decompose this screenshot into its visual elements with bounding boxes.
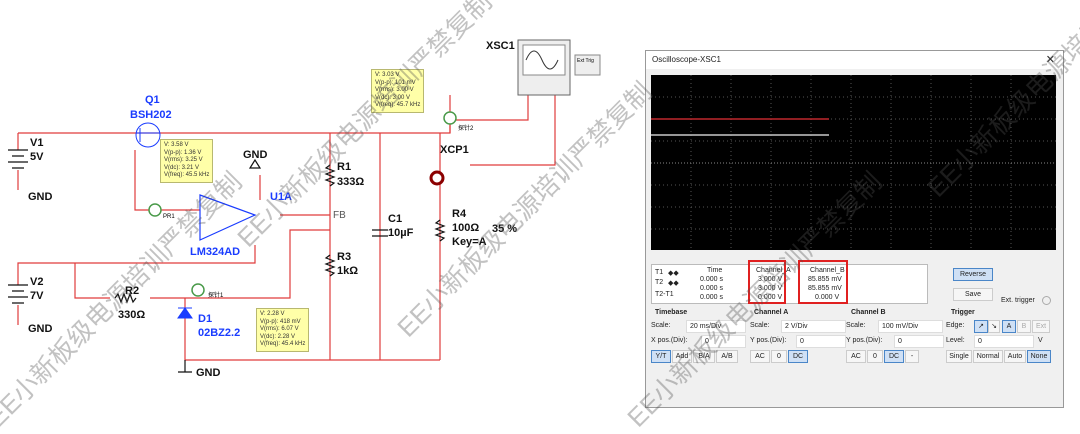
svg-text:BSH202: BSH202 xyxy=(130,109,172,121)
opamp-icon xyxy=(199,194,257,241)
svg-text:U1A: U1A xyxy=(270,191,292,203)
channel-b-minus-button[interactable]: - xyxy=(905,350,919,363)
ext-trigger-terminal[interactable] xyxy=(1042,296,1051,305)
v1-battery-icon xyxy=(8,149,28,169)
svg-text:LM324AD: LM324AD xyxy=(190,246,240,258)
svg-text:100Ω: 100Ω xyxy=(452,222,479,234)
t2-arrows[interactable]: ◆◆ xyxy=(668,280,679,287)
svg-text:D1: D1 xyxy=(198,313,212,325)
trigger-source-ext[interactable]: Ext xyxy=(1032,320,1050,333)
r1-resistor-icon xyxy=(324,164,336,187)
v2-battery-icon xyxy=(8,284,28,304)
svg-text:GND: GND xyxy=(243,149,268,161)
rising-edge-button[interactable]: ↗ xyxy=(974,320,988,333)
channel-b-ypos-field[interactable]: 0 xyxy=(894,335,944,348)
svg-text:V2: V2 xyxy=(30,276,43,288)
channel-a-ac-button[interactable]: AC xyxy=(750,350,770,363)
normal-button[interactable]: Normal xyxy=(973,350,1003,363)
wires xyxy=(17,95,556,361)
svg-text:1kΩ: 1kΩ xyxy=(337,265,358,277)
voltage-probe-icon xyxy=(191,283,205,297)
reverse-button[interactable]: Reverse xyxy=(953,268,993,281)
svg-text:PR1: PR1 xyxy=(163,214,175,220)
svg-text:10µF: 10µF xyxy=(388,227,414,239)
svg-text:Key=A: Key=A xyxy=(452,236,487,248)
svg-text:5V: 5V xyxy=(30,151,44,163)
channel-b-dc-button[interactable]: DC xyxy=(884,350,904,363)
cursor-table: T1 T2 T2-T1 ◆◆ ◆◆ Time 0.000 s 0.000 s 0… xyxy=(651,264,928,304)
v1-label: V1 xyxy=(30,137,43,149)
svg-text:GND: GND xyxy=(196,367,221,379)
svg-text:R2: R2 xyxy=(125,285,139,297)
trigger-source-a[interactable]: A xyxy=(1002,320,1016,333)
r4-potentiometer-icon xyxy=(434,219,446,242)
c1-capacitor-icon xyxy=(372,229,388,237)
voltage-probe-icon xyxy=(443,111,457,125)
channel-a-dc-button[interactable]: DC xyxy=(788,350,808,363)
none-button[interactable]: None xyxy=(1027,350,1051,363)
svg-text:35 %: 35 % xyxy=(492,223,517,235)
trigger-level-field[interactable]: 0 xyxy=(974,335,1034,348)
channel-b-0-button[interactable]: 0 xyxy=(867,350,883,363)
channel-a-scale-field[interactable]: 2 V/Div xyxy=(781,320,846,333)
schematic: V1 5V GND V2 7V GND Q1 BSH202 GND U1A LM… xyxy=(8,39,601,379)
q1-mosfet-icon xyxy=(135,122,161,148)
svg-text:GND: GND xyxy=(28,323,53,335)
highlight-box xyxy=(748,260,786,304)
zener-diode-icon xyxy=(177,307,193,319)
svg-text:XCP1: XCP1 xyxy=(440,144,469,156)
svg-text:C1: C1 xyxy=(388,213,402,225)
svg-text:7V: 7V xyxy=(30,290,44,302)
channel-a-ypos-field[interactable]: 0 xyxy=(796,335,846,348)
channel-a-0-button[interactable]: 0 xyxy=(771,350,787,363)
svg-text:330Ω: 330Ω xyxy=(118,309,145,321)
r2-resistor-icon xyxy=(114,292,137,304)
voltage-probe-icon xyxy=(148,203,162,217)
svg-text:R1: R1 xyxy=(337,161,351,173)
oscilloscope-window: Oscilloscope-XSC1 ✕ T1 T2 T2-T1 ◆◆ ◆◆ Ti… xyxy=(645,50,1064,408)
window-title: Oscilloscope-XSC1 xyxy=(646,51,1063,69)
svg-text:GND: GND xyxy=(28,191,53,203)
r3-resistor-icon xyxy=(324,254,336,277)
svg-text:探针2: 探针2 xyxy=(458,124,474,132)
svg-text:333Ω: 333Ω xyxy=(337,176,364,188)
svg-text:Q1: Q1 xyxy=(145,94,160,106)
scope-screen xyxy=(651,75,1056,250)
ab-mode-button[interactable]: A/B xyxy=(716,350,738,363)
svg-text:探针1: 探针1 xyxy=(208,291,224,299)
svg-text:XSC1: XSC1 xyxy=(486,40,515,52)
channel-b-scale-field[interactable]: 100 mV/Div xyxy=(878,320,943,333)
close-icon[interactable]: ✕ xyxy=(1045,54,1055,66)
svg-text:FB: FB xyxy=(333,210,346,221)
t1-arrows[interactable]: ◆◆ xyxy=(668,270,679,277)
channel-b-ac-button[interactable]: AC xyxy=(846,350,866,363)
single-button[interactable]: Single xyxy=(946,350,972,363)
falling-edge-button[interactable]: ↘ xyxy=(988,320,1000,333)
auto-button[interactable]: Auto xyxy=(1004,350,1026,363)
trigger-source-b[interactable]: B xyxy=(1017,320,1031,333)
svg-text:02BZ2.2: 02BZ2.2 xyxy=(198,327,240,339)
x-pos-field[interactable]: 0 xyxy=(701,335,746,348)
svg-text:Ext Trig: Ext Trig xyxy=(577,58,594,64)
add-mode-button[interactable]: Add xyxy=(672,350,692,363)
yt-mode-button[interactable]: Y/T xyxy=(651,350,671,363)
timebase-scale-field[interactable]: 20 ms/Div xyxy=(686,320,746,333)
xcp1-current-probe-icon xyxy=(429,170,445,186)
svg-text:R4: R4 xyxy=(452,208,467,220)
save-button[interactable]: Save xyxy=(953,288,993,301)
svg-text:R3: R3 xyxy=(337,251,351,263)
ba-mode-button[interactable]: B/A xyxy=(693,350,715,363)
highlight-box xyxy=(798,260,848,304)
